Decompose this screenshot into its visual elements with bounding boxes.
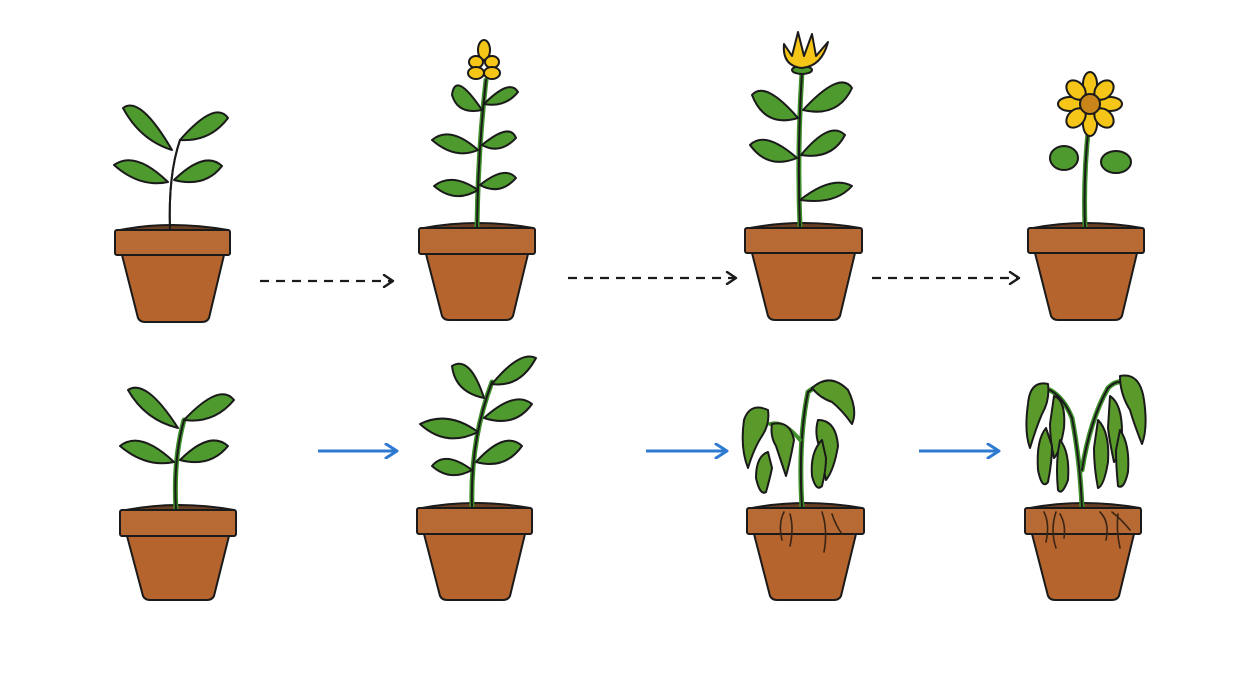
leaf: [802, 81, 853, 113]
leaf: [451, 84, 483, 112]
leaf: [800, 129, 846, 157]
leaf: [419, 417, 479, 440]
row2-stage1-seedling: [119, 386, 237, 601]
pot-rim: [114, 229, 231, 256]
leaf: [431, 458, 473, 477]
pot-rim: [418, 227, 536, 255]
pot-body: [423, 533, 526, 601]
leaf: [483, 398, 533, 422]
row2-stage2-leafy-plant: [416, 355, 537, 601]
leaf: [127, 386, 179, 429]
tulip-flower: [782, 31, 829, 69]
wilted-leaf: [810, 439, 827, 489]
row1-stage1-seedling: [113, 104, 231, 323]
leaf: [481, 130, 517, 150]
leaf: [749, 138, 798, 163]
leaf: [119, 439, 175, 465]
row2-stage4-dead-plant: [1024, 374, 1147, 601]
leaf: [173, 159, 223, 184]
pot-body: [121, 254, 225, 323]
wilted-leaf: [1036, 427, 1053, 486]
pot-rim: [1024, 507, 1142, 535]
wilted-leaf: [770, 422, 795, 477]
leaf: [799, 181, 853, 202]
row1-stage4-flowering-daisy: [1027, 71, 1145, 321]
wilted-leaf: [811, 379, 856, 425]
root: [1099, 511, 1131, 549]
leaf: [451, 362, 485, 399]
wilted-leaf: [741, 406, 770, 469]
leaf: [113, 159, 169, 185]
wilted-leaf: [755, 451, 773, 494]
wilted-leaf: [1025, 382, 1050, 449]
pot-body: [425, 253, 529, 321]
root: [821, 511, 843, 553]
pot-rim: [1027, 227, 1145, 254]
pot-body: [1034, 252, 1138, 321]
pot-rim: [746, 507, 865, 535]
row2-stage3-wilting-plant: [741, 379, 865, 601]
leaf: [491, 355, 537, 386]
pot-body: [1031, 533, 1135, 601]
wilted-leaf: [1093, 419, 1110, 489]
wilted-leaf: [1056, 439, 1070, 493]
pot-body: [126, 535, 230, 601]
bud: [477, 39, 491, 61]
row1-stage3-blooming-tulip: [744, 31, 863, 321]
root: [1043, 511, 1066, 549]
pot-rim: [416, 507, 533, 535]
pot-rim: [119, 509, 237, 537]
root: [779, 511, 793, 547]
leaf: [483, 86, 519, 106]
leaf: [475, 439, 523, 465]
bud: [483, 66, 501, 80]
daisy-flower: [1057, 71, 1123, 137]
leaf: [1049, 145, 1079, 171]
leaf: [433, 179, 479, 197]
leaf: [751, 89, 799, 122]
leaf: [179, 439, 229, 464]
leaf: [179, 111, 229, 142]
row1-stage2-budding-plant: [418, 39, 536, 321]
leaf: [122, 104, 173, 151]
wilted-leaf: [1119, 374, 1147, 445]
leaf: [431, 133, 479, 155]
pot-body: [753, 533, 857, 601]
pot-body: [751, 252, 856, 321]
leaf: [479, 171, 517, 191]
pot-rim: [744, 227, 863, 254]
wilted-leaf: [1115, 429, 1130, 488]
leaf: [1100, 150, 1132, 174]
bud: [467, 66, 485, 80]
leaf: [183, 393, 235, 422]
wilted-leaf: [815, 419, 839, 481]
